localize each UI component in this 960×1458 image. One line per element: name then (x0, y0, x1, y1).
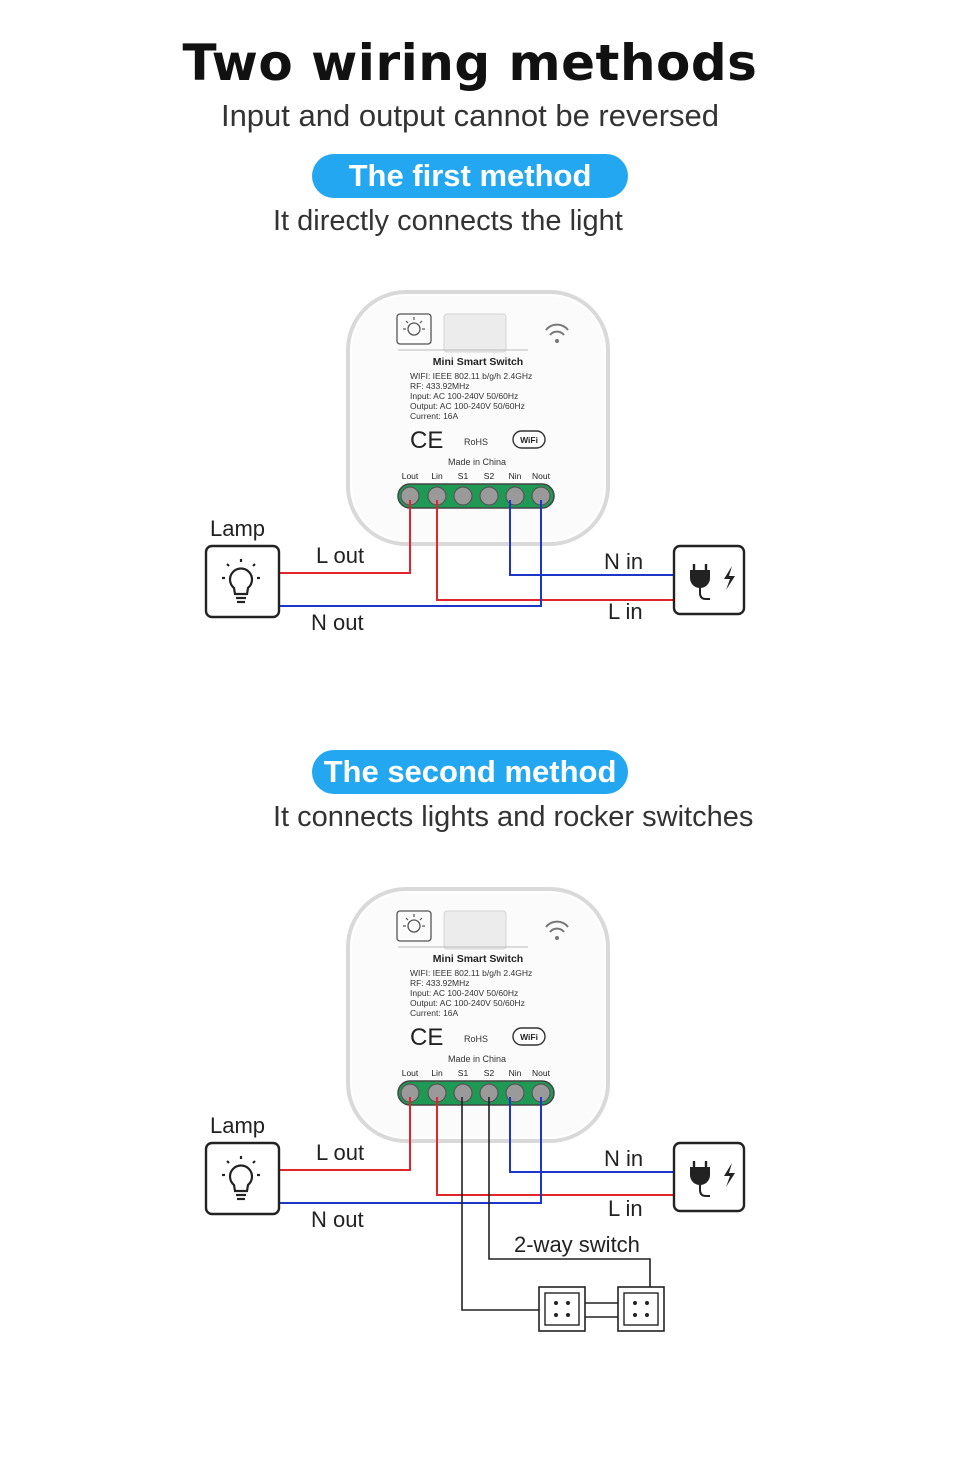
page-subtitle: Input and output cannot be reversed (220, 98, 720, 133)
svg-text:S2: S2 (484, 1068, 495, 1078)
svg-text:Lout: Lout (402, 1068, 419, 1078)
svg-text:Nin: Nin (509, 471, 522, 481)
terminal-block (397, 1080, 555, 1106)
n-out-wire (280, 500, 542, 607)
lamp-box (204, 1141, 281, 1216)
terminal-labels: Lout Lin S1 S2 Nin Nout (402, 1068, 551, 1078)
method-2-badge: The second method (312, 750, 628, 794)
n-in-label: N in (604, 549, 643, 574)
power-plug-icon (690, 564, 735, 600)
spec-line: WIFI: IEEE 802.11 b/g/h 2.4GHz (410, 968, 532, 978)
spec-line: WIFI: IEEE 802.11 b/g/h 2.4GHz (410, 371, 532, 381)
lamp-label: Lamp (210, 1113, 265, 1138)
l-in-label: L in (608, 1196, 643, 1221)
spec-line: Input: AC 100-240V 50/60Hz (410, 988, 518, 998)
n-out-label: N out (311, 610, 364, 635)
made-in-label: Made in China (448, 457, 506, 467)
ce-mark: CE (410, 1024, 443, 1051)
wifi-signal-icon (545, 920, 569, 940)
smart-switch-device: Mini Smart Switch WIFI: IEEE 802.11 b/g/… (346, 290, 610, 546)
spec-line: Output: AC 100-240V 50/60Hz (410, 401, 525, 411)
rocker-switch-2 (617, 1286, 665, 1332)
l-out-wire (280, 500, 411, 574)
bulb-button-icon (396, 910, 432, 942)
svg-text:WiFi: WiFi (520, 1032, 538, 1042)
l-out-label: L out (316, 1140, 364, 1165)
method-1-description: It directly connects the light (273, 205, 623, 237)
svg-text:Lin: Lin (431, 471, 443, 481)
svg-text:WiFi: WiFi (520, 435, 538, 445)
wiring-diagram-2: Mini Smart Switch WIFI: IEEE 802.11 b/g/… (204, 887, 746, 1332)
l-in-wire (436, 1097, 674, 1196)
svg-text:S1: S1 (458, 1068, 469, 1078)
spec-line: Input: AC 100-240V 50/60Hz (410, 391, 518, 401)
spec-line: RF: 433.92MHz (410, 978, 470, 988)
n-in-wire (509, 1097, 674, 1173)
spec-line: Current: 16A (410, 411, 459, 421)
s2-wire (488, 1097, 651, 1289)
bulb-button-icon (396, 313, 432, 345)
lamp-bulb-icon (222, 559, 260, 604)
spec-line: Current: 16A (410, 1008, 459, 1018)
ce-mark: CE (410, 427, 443, 454)
s1-wire (461, 1097, 540, 1311)
wiring-diagram-1: Mini Smart Switch WIFI: IEEE 802.11 b/g/… (204, 290, 746, 635)
l-in-label: L in (608, 599, 643, 624)
rohs-mark: RoHS (464, 437, 488, 447)
lamp-label: Lamp (210, 516, 265, 541)
lamp-bulb-icon (222, 1156, 260, 1201)
l-in-wire (436, 500, 674, 601)
n-in-label: N in (604, 1146, 643, 1171)
svg-text:S1: S1 (458, 471, 469, 481)
two-way-switch-label: 2-way switch (514, 1232, 640, 1257)
wifi-signal-icon (545, 323, 569, 343)
l-out-wire (280, 1097, 411, 1171)
svg-text:Lin: Lin (431, 1068, 443, 1078)
n-out-label: N out (311, 1207, 364, 1232)
device-title: Mini Smart Switch (433, 356, 523, 368)
svg-text:Nin: Nin (509, 1068, 522, 1078)
svg-text:Nout: Nout (532, 471, 551, 481)
l-out-label: L out (316, 543, 364, 568)
wifi-badge-icon: WiFi (512, 1027, 546, 1046)
rocker-switch-1 (538, 1286, 586, 1332)
spec-line: Output: AC 100-240V 50/60Hz (410, 998, 525, 1008)
power-plug-icon (690, 1161, 735, 1197)
terminal-block (397, 483, 555, 509)
n-out-wire (280, 1097, 542, 1204)
svg-text:Nout: Nout (532, 1068, 551, 1078)
method-2-description: It connects lights and rocker switches (273, 801, 754, 833)
svg-text:Lout: Lout (402, 471, 419, 481)
made-in-label: Made in China (448, 1054, 506, 1064)
device-title: Mini Smart Switch (433, 953, 523, 965)
smart-switch-device: Mini Smart Switch WIFI: IEEE 802.11 b/g/… (346, 887, 610, 1143)
lamp-box (204, 544, 281, 619)
page-title: Two wiring methods (182, 34, 758, 92)
terminal-labels: Lout Lin S1 S2 Nin Nout (402, 471, 551, 481)
n-in-wire (509, 500, 674, 576)
spec-line: RF: 433.92MHz (410, 381, 470, 391)
wifi-badge-icon: WiFi (512, 430, 546, 449)
method-1-badge: The first method (312, 154, 628, 198)
rohs-mark: RoHS (464, 1034, 488, 1044)
svg-text:S2: S2 (484, 471, 495, 481)
